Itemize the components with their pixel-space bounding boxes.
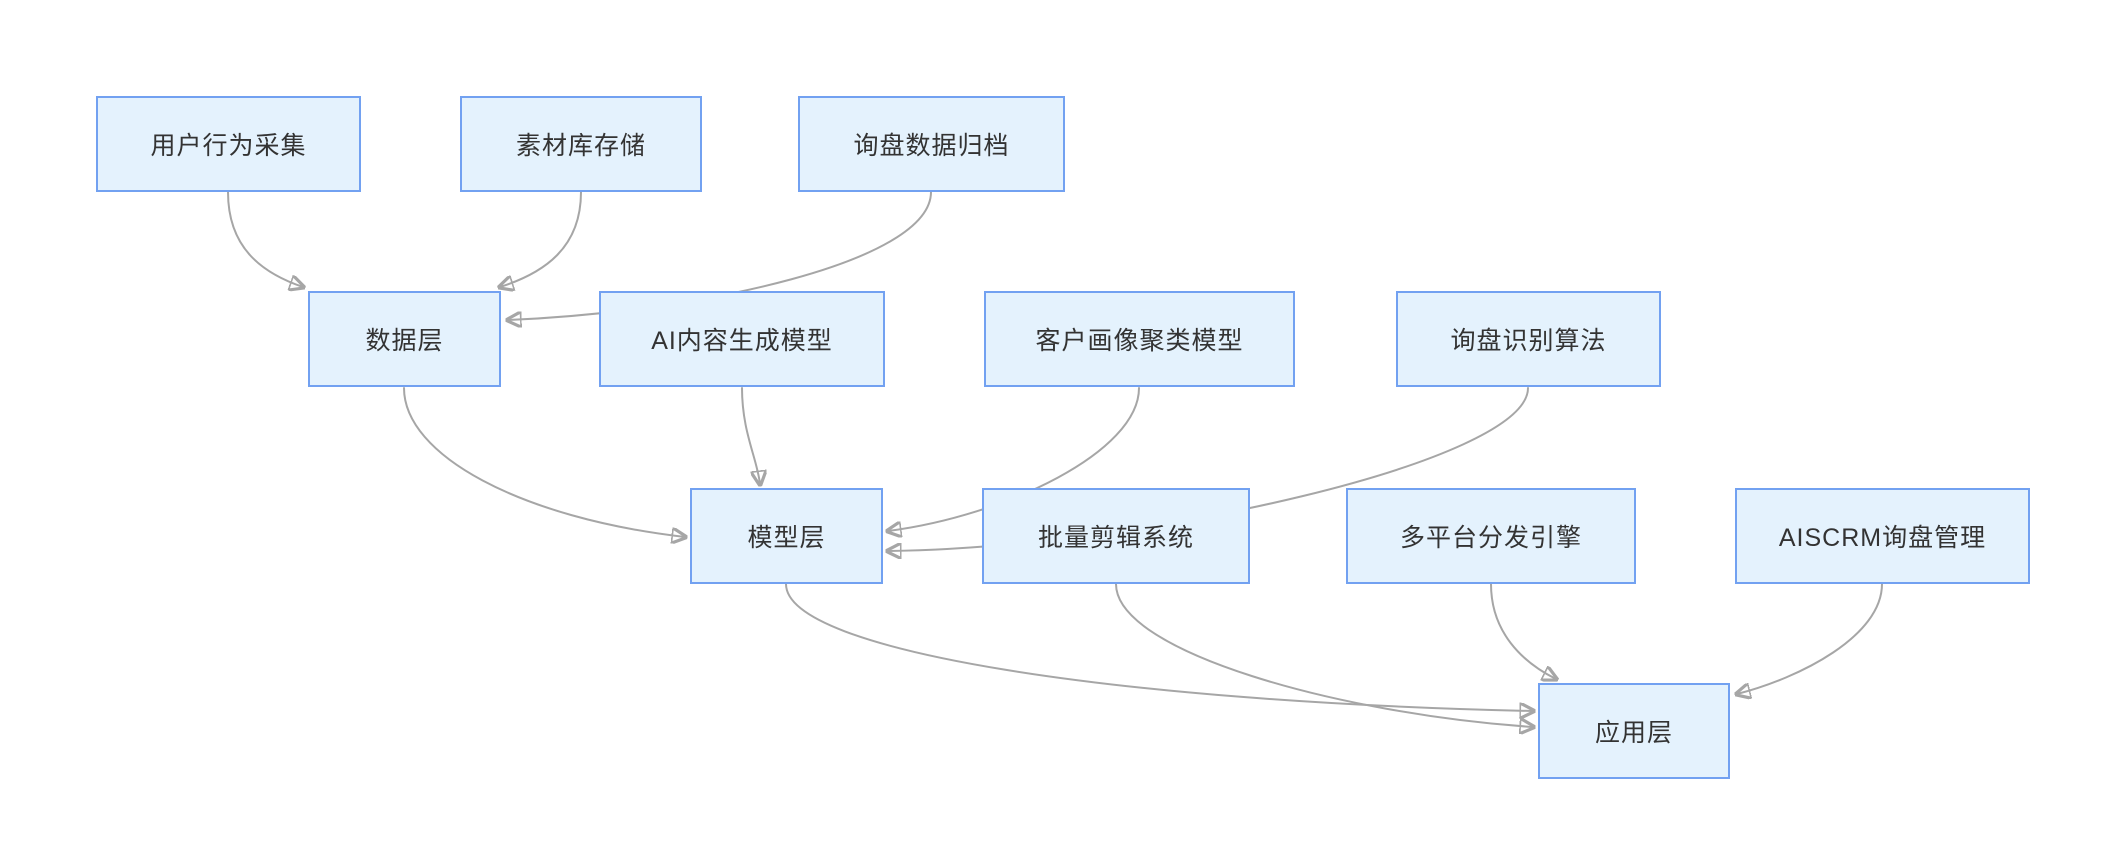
node-application-layer[interactable]: 应用层 — [1538, 683, 1730, 779]
edge-data-layer-to-model-layer — [403, 387, 685, 537]
node-label: 客户画像聚类模型 — [1035, 327, 1244, 355]
edge-batch-editing-to-application-layer — [1115, 583, 1533, 727]
node-customer-profile-clustering-model[interactable]: 客户画像聚类模型 — [984, 291, 1295, 387]
node-label: 用户行为采集 — [150, 132, 307, 160]
node-data-layer[interactable]: 数据层 — [308, 291, 501, 387]
edge-aiscrm-to-application-layer — [1737, 583, 1883, 694]
edge-model-layer-to-application-layer — [785, 583, 1533, 711]
node-label: 素材库存储 — [515, 132, 646, 160]
node-label: 数据层 — [365, 327, 444, 355]
edge-customer-clustering-to-model-layer — [888, 387, 1140, 531]
node-label: AI内容生成模型 — [651, 327, 833, 355]
node-label: 模型层 — [747, 524, 826, 552]
node-user-behavior-collection[interactable]: 用户行为采集 — [96, 96, 361, 192]
node-multi-platform-distribution-engine[interactable]: 多平台分发引擎 — [1346, 488, 1636, 584]
node-ai-content-generation-model[interactable]: AI内容生成模型 — [599, 291, 885, 387]
edge-material-storage-to-data-layer — [500, 191, 582, 287]
node-model-layer[interactable]: 模型层 — [690, 488, 883, 584]
node-batch-editing-system[interactable]: 批量剪辑系统 — [982, 488, 1250, 584]
node-label: 多平台分发引擎 — [1399, 524, 1582, 552]
node-inquiry-recognition-algorithm[interactable]: 询盘识别算法 — [1396, 291, 1661, 387]
node-label: 询盘数据归档 — [853, 132, 1010, 160]
node-inquiry-data-archive[interactable]: 询盘数据归档 — [798, 96, 1065, 192]
edge-inquiry-archive-to-data-layer — [508, 191, 932, 320]
edge-ai-content-model-to-model-layer — [741, 387, 760, 484]
edge-user-behavior-to-data-layer — [227, 191, 303, 287]
node-label: AISCRM询盘管理 — [1778, 524, 1987, 552]
node-label: 批量剪辑系统 — [1037, 524, 1194, 552]
node-label: 应用层 — [1594, 719, 1673, 747]
node-aiscrm-inquiry-management[interactable]: AISCRM询盘管理 — [1735, 488, 2030, 584]
edge-distribution-engine-to-application-layer — [1490, 583, 1556, 679]
node-label: 询盘识别算法 — [1450, 327, 1607, 355]
node-material-library-storage[interactable]: 素材库存储 — [460, 96, 702, 192]
